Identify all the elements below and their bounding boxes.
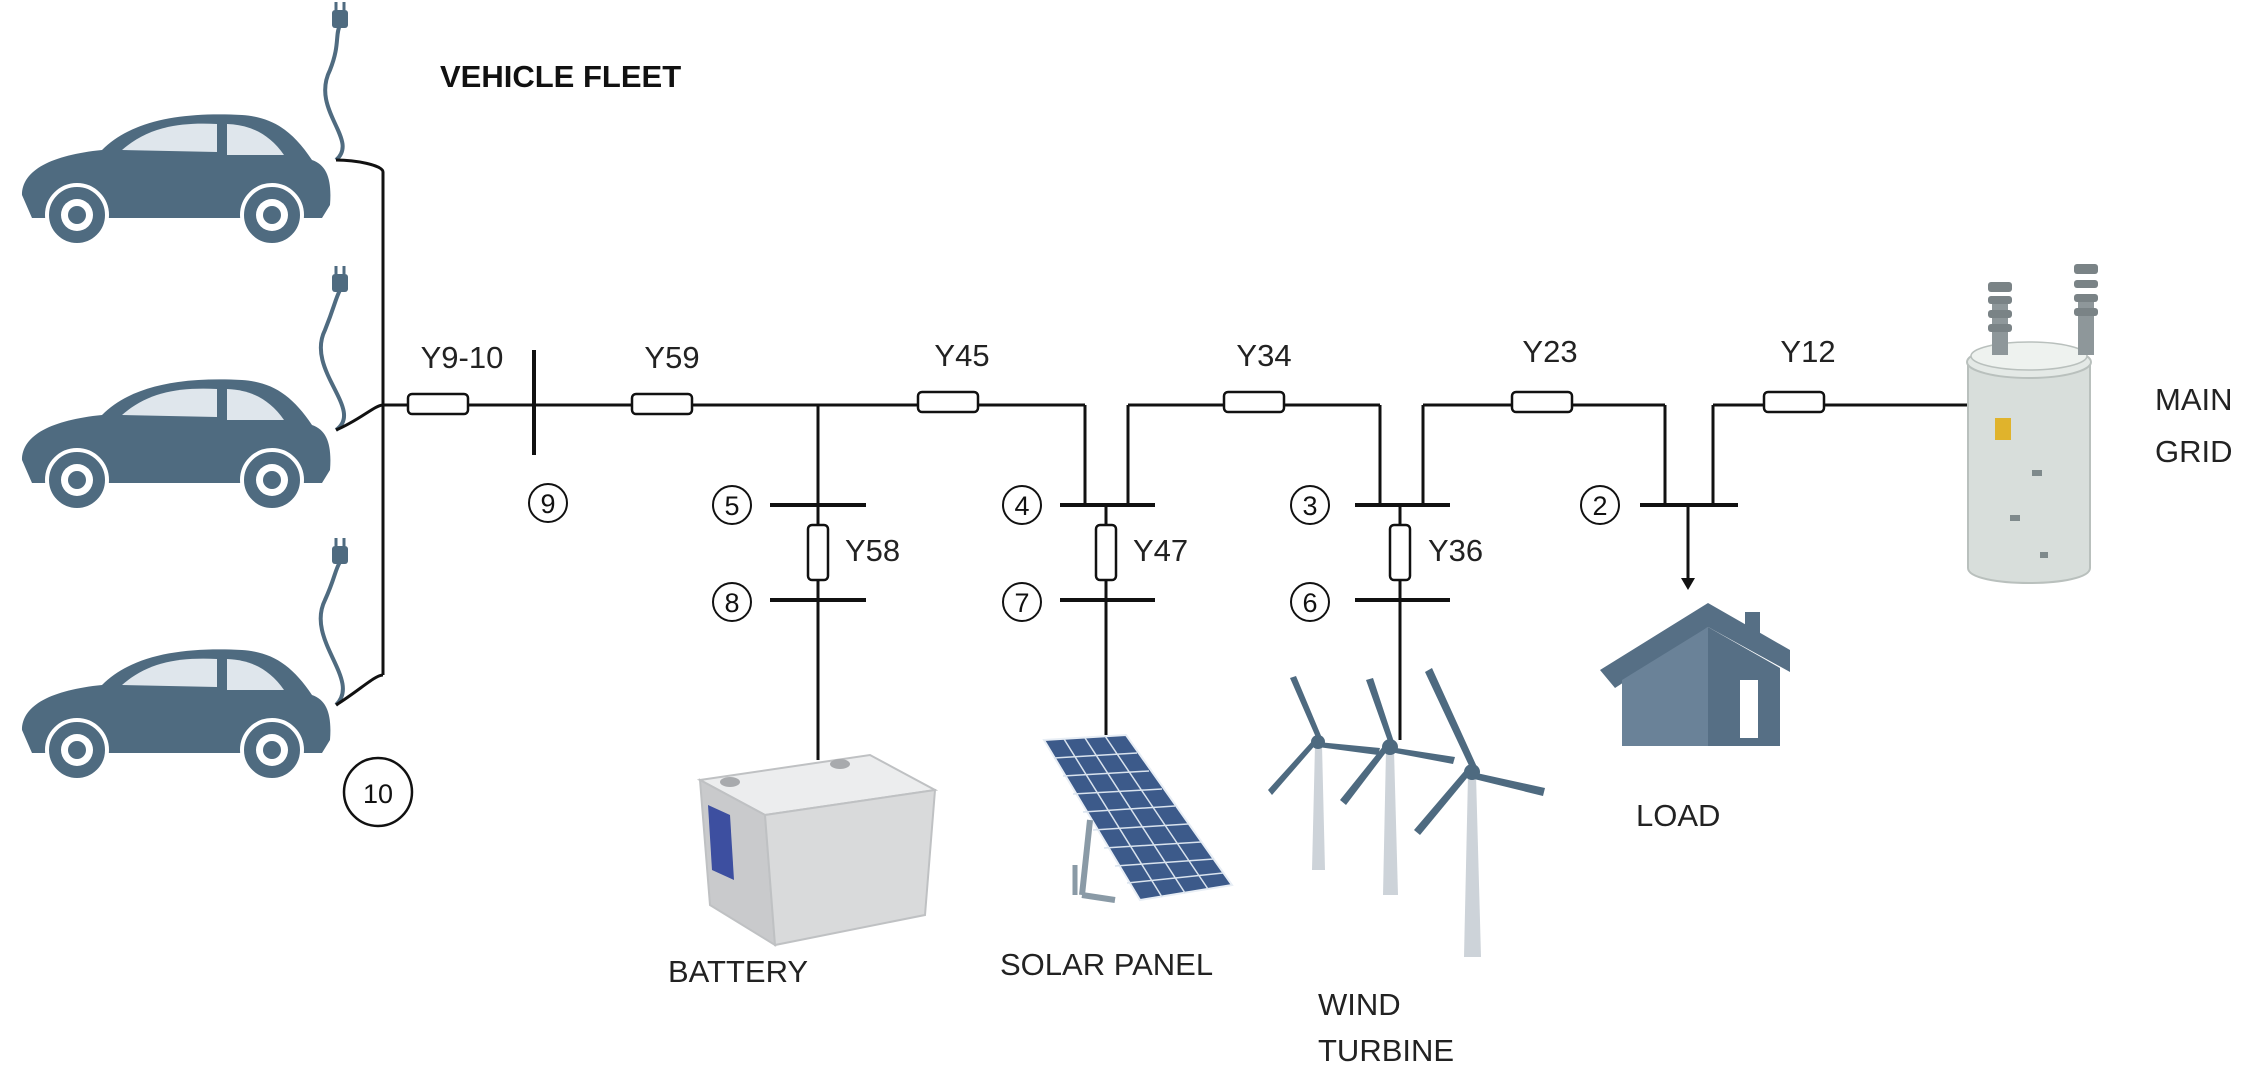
label-y47: Y47 bbox=[1133, 533, 1188, 568]
impedance-y9-10 bbox=[406, 392, 470, 416]
impedance-y36 bbox=[1388, 523, 1412, 582]
plug-icon bbox=[318, 266, 348, 432]
impedance-y12 bbox=[1762, 390, 1826, 414]
label-wind-2: TURBINE bbox=[1318, 1033, 1454, 1068]
fleet-feed bbox=[335, 158, 385, 173]
impedance-y58 bbox=[806, 523, 830, 582]
node-4: 4 bbox=[1002, 485, 1042, 525]
label-y9-10: Y9-10 bbox=[421, 340, 504, 375]
impedance-y34 bbox=[1222, 390, 1286, 414]
impedance-y45 bbox=[916, 390, 980, 414]
house-icon bbox=[1600, 603, 1790, 746]
solar-panel-icon bbox=[1042, 733, 1234, 903]
car-icon bbox=[22, 114, 331, 247]
battery-icon bbox=[696, 753, 939, 947]
node-2: 2 bbox=[1580, 485, 1620, 525]
impedance-y59 bbox=[630, 392, 694, 416]
label-vehicle-fleet: VEHICLE FLEET bbox=[440, 59, 681, 94]
fleet-feed bbox=[335, 673, 384, 707]
car-icon bbox=[22, 649, 331, 782]
transformer-icon bbox=[1966, 264, 2098, 584]
impedance-y23 bbox=[1510, 390, 1574, 414]
fleet-feed bbox=[335, 403, 384, 432]
label-main-grid-2: GRID bbox=[2155, 434, 2233, 469]
svg-text:4: 4 bbox=[1014, 491, 1029, 521]
label-y58: Y58 bbox=[845, 533, 900, 568]
label-y59: Y59 bbox=[644, 340, 699, 375]
label-y45: Y45 bbox=[934, 338, 989, 373]
label-y36: Y36 bbox=[1428, 533, 1483, 568]
impedance-y47 bbox=[1094, 523, 1118, 582]
label-y34: Y34 bbox=[1236, 338, 1291, 373]
svg-text:7: 7 bbox=[1014, 588, 1029, 618]
svg-text:5: 5 bbox=[724, 491, 739, 521]
wind-turbine-icon bbox=[1340, 678, 1455, 895]
wind-turbine-icon bbox=[1268, 676, 1380, 870]
label-y12: Y12 bbox=[1780, 334, 1835, 369]
svg-text:3: 3 bbox=[1302, 491, 1317, 521]
label-wind-1: WIND bbox=[1318, 987, 1401, 1022]
node-9: 9 bbox=[528, 483, 568, 523]
node-5: 5 bbox=[712, 485, 752, 525]
svg-text:2: 2 bbox=[1592, 491, 1607, 521]
arrow-icon bbox=[1681, 578, 1695, 590]
svg-text:8: 8 bbox=[724, 588, 739, 618]
node-3: 3 bbox=[1290, 485, 1330, 525]
plug-icon bbox=[318, 538, 348, 707]
node-10: 10 bbox=[342, 756, 414, 828]
car-icon bbox=[22, 379, 331, 512]
node-7: 7 bbox=[1002, 582, 1042, 622]
plug-icon bbox=[323, 2, 348, 162]
label-battery: BATTERY bbox=[668, 954, 808, 989]
label-load: LOAD bbox=[1636, 798, 1720, 833]
label-main-grid-1: MAIN bbox=[2155, 382, 2233, 417]
svg-text:9: 9 bbox=[540, 489, 555, 519]
svg-text:10: 10 bbox=[363, 779, 393, 809]
label-y23: Y23 bbox=[1522, 334, 1577, 369]
wind-turbine-icon bbox=[1414, 668, 1545, 957]
svg-text:6: 6 bbox=[1302, 588, 1317, 618]
node-8: 8 bbox=[712, 582, 752, 622]
label-solar-panel: SOLAR PANEL bbox=[1000, 947, 1213, 982]
node-6: 6 bbox=[1290, 582, 1330, 622]
